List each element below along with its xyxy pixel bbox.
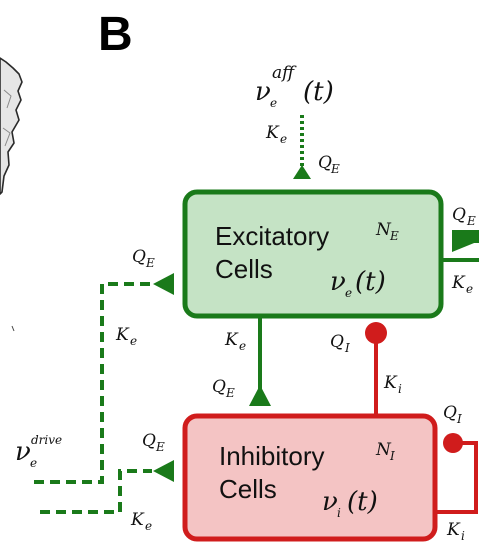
- inhibitory-label-line1: Inhibitory: [219, 441, 325, 471]
- inhibitory-box: [182, 413, 438, 542]
- svg-text:aff: aff: [272, 63, 297, 83]
- inhibitory-self-terminal: [443, 433, 463, 453]
- svg-text:K: K: [130, 510, 145, 530]
- svg-text:(t): (t): [347, 487, 378, 517]
- svg-text:i: i: [398, 382, 402, 396]
- svg-text:e: e: [30, 456, 37, 470]
- svg-text:K: K: [446, 520, 461, 540]
- excitatory-self-q-label: Q E: [452, 205, 476, 228]
- svg-text:ν: ν: [330, 267, 346, 297]
- e-to-i-arrowhead: [249, 385, 271, 406]
- drive-to-inhibitory-connection: [40, 469, 152, 514]
- svg-text:E: E: [155, 440, 165, 454]
- svg-text:ν: ν: [322, 487, 338, 517]
- inhibitory-rate: ν i (t): [322, 487, 378, 520]
- drive-to-excitatory-arrowhead: [153, 273, 174, 295]
- svg-text:Q: Q: [142, 431, 156, 451]
- svg-text:Q: Q: [452, 205, 466, 225]
- svg-text:N: N: [375, 220, 392, 240]
- svg-text:ν: ν: [15, 437, 31, 467]
- svg-text:E: E: [330, 162, 340, 176]
- inhibitory-population-size: N I: [375, 440, 395, 463]
- inhibitory-self-connection: [435, 441, 478, 514]
- svg-text:Q: Q: [212, 377, 226, 397]
- drive-to-inhibitory-q-label: Q E: [142, 431, 165, 454]
- excitatory-label-line2: Cells: [215, 254, 273, 284]
- excitatory-population-size: N E: [375, 220, 399, 243]
- drive-to-inhibitory-k-label: K e: [130, 510, 152, 533]
- svg-text:Q: Q: [443, 403, 457, 423]
- svg-text:e: e: [466, 282, 473, 296]
- inhibitory-self-q-label: Q I: [443, 403, 462, 426]
- svg-text:E: E: [145, 256, 155, 270]
- svg-text:e: e: [280, 132, 287, 146]
- excitatory-self-k-label: K e: [451, 273, 473, 296]
- svg-text:K: K: [224, 330, 239, 350]
- i-to-e-terminal: [365, 322, 387, 344]
- brain-surface-shading: [2, 89, 12, 147]
- svg-text:I: I: [456, 412, 462, 426]
- svg-text:K: K: [265, 123, 280, 143]
- svg-text:i: i: [461, 529, 465, 543]
- excitatory-self-arrowhead: [452, 230, 479, 252]
- svg-text:(t): (t): [355, 267, 386, 297]
- drive-to-excitatory-q-label: Q E: [132, 247, 155, 270]
- afferent-input-label: ν e aff (t): [255, 63, 334, 110]
- svg-text:E: E: [389, 229, 399, 243]
- brain-surface-fragment: [0, 57, 23, 195]
- inhibitory-self-k-label: K i: [446, 520, 465, 543]
- svg-text:e: e: [345, 286, 352, 300]
- i-to-e-k-label: K i: [383, 373, 402, 396]
- svg-text:drive: drive: [31, 433, 62, 447]
- svg-text:E: E: [466, 214, 476, 228]
- svg-text:e: e: [145, 519, 152, 533]
- svg-text:E: E: [225, 386, 235, 400]
- e-to-i-q-label: Q E: [212, 377, 235, 400]
- panel-letter: B: [98, 8, 133, 61]
- i-to-e-q-label: Q I: [330, 332, 350, 355]
- svg-text:I: I: [344, 341, 350, 355]
- drive-to-excitatory-k-label: K e: [115, 325, 137, 348]
- svg-text:N: N: [375, 440, 392, 460]
- svg-text:e: e: [239, 339, 246, 353]
- drive-to-inhibitory-arrowhead: [153, 460, 174, 482]
- excitatory-label-line1: Excitatory: [215, 221, 329, 251]
- afferent-arrowhead: [293, 165, 311, 179]
- svg-text:i: i: [337, 506, 341, 520]
- svg-text:Q: Q: [318, 153, 332, 173]
- svg-text:e: e: [130, 334, 137, 348]
- excitatory-rate: ν e (t): [330, 267, 386, 300]
- svg-text:K: K: [383, 373, 398, 393]
- brain-speck: [11, 325, 15, 332]
- svg-text:Q: Q: [132, 247, 146, 267]
- svg-text:K: K: [115, 325, 130, 345]
- svg-text:K: K: [451, 273, 466, 293]
- excitatory-box: [182, 189, 444, 319]
- svg-text:Q: Q: [330, 332, 344, 352]
- afferent-k-label: K e: [265, 123, 287, 146]
- afferent-q-label: Q E: [318, 153, 340, 176]
- svg-text:ν: ν: [255, 77, 271, 107]
- drive-input-label: ν e drive: [15, 433, 62, 470]
- svg-text:e: e: [270, 96, 277, 110]
- inhibitory-label-line2: Cells: [219, 474, 277, 504]
- svg-text:I: I: [389, 449, 395, 463]
- drive-to-excitatory-connection: [34, 282, 152, 484]
- svg-text:(t): (t): [303, 77, 334, 107]
- e-to-i-k-label: K e: [224, 330, 246, 353]
